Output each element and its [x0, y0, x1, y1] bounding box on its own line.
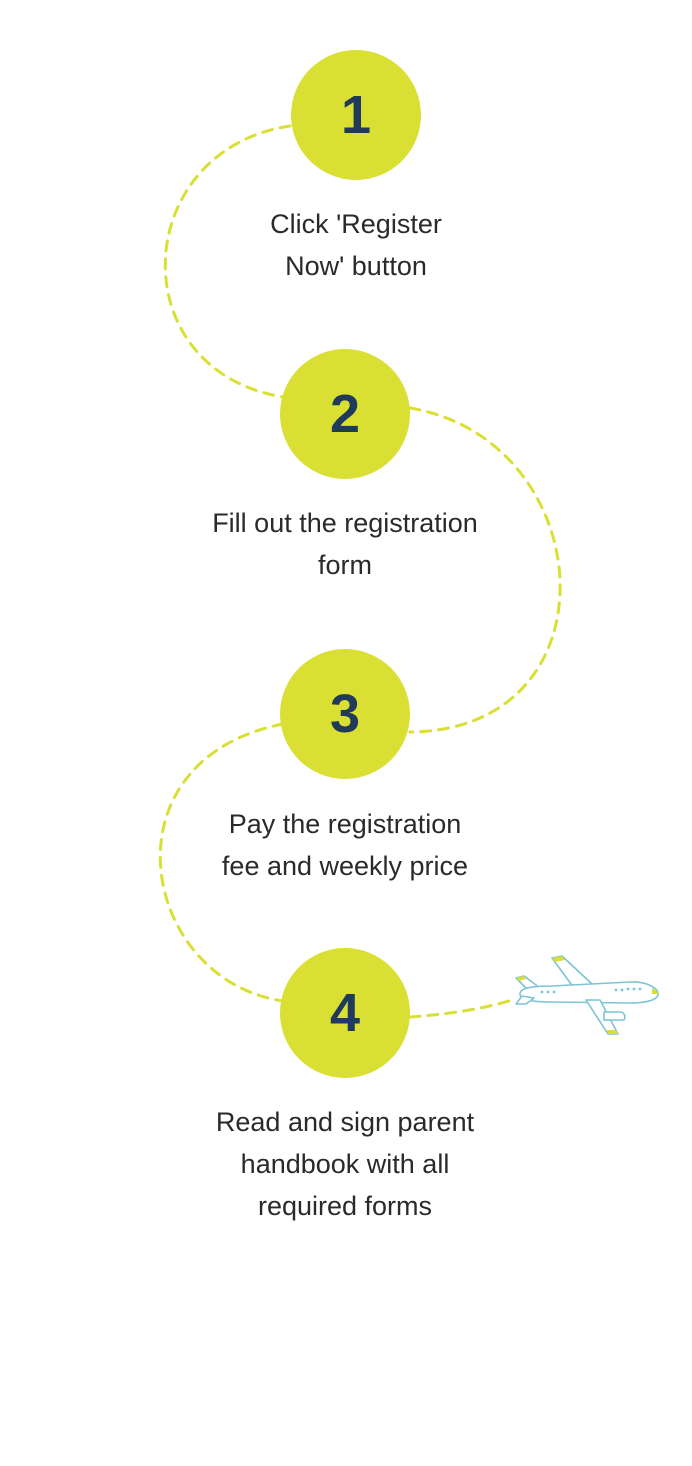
- step-4-badge: 4: [280, 948, 410, 1078]
- path-segment-4-plane: [408, 998, 514, 1019]
- step-2-number: 2: [329, 384, 361, 444]
- step-4-text-line: handbook with all: [240, 1149, 450, 1179]
- step-3-text-line: Pay the registration: [228, 809, 462, 839]
- step-4-text-line: Read and sign parent: [215, 1107, 475, 1137]
- step-4-number: 4: [329, 983, 361, 1043]
- step-4-text-line: required forms: [257, 1191, 433, 1221]
- step-1-badge: 1: [291, 50, 421, 180]
- step-3-badge: 3: [280, 649, 410, 779]
- path-segment-3-4: [158, 722, 285, 1003]
- step-3-text-line: fee and weekly price: [221, 851, 469, 881]
- step-3-number: 3: [329, 684, 361, 744]
- step-1-text-line: Click 'Register: [270, 209, 442, 239]
- step-4-text: Read and sign parent handbook with all r…: [195, 1101, 495, 1227]
- airplane-icon: [515, 955, 659, 1035]
- step-2-text: Fill out the registration form: [195, 502, 495, 586]
- path-segment-1-2: [163, 124, 292, 399]
- step-3-text: Pay the registration fee and weekly pric…: [195, 803, 495, 887]
- step-2-text-line: Fill out the registration: [212, 508, 478, 538]
- step-1-number: 1: [340, 85, 372, 145]
- step-1-text-line: Now' button: [285, 251, 427, 281]
- path-segment-2-3: [408, 406, 562, 734]
- step-2-badge: 2: [280, 349, 410, 479]
- step-1-text: Click 'Register Now' button: [206, 203, 506, 287]
- step-2-text-line: form: [318, 550, 372, 580]
